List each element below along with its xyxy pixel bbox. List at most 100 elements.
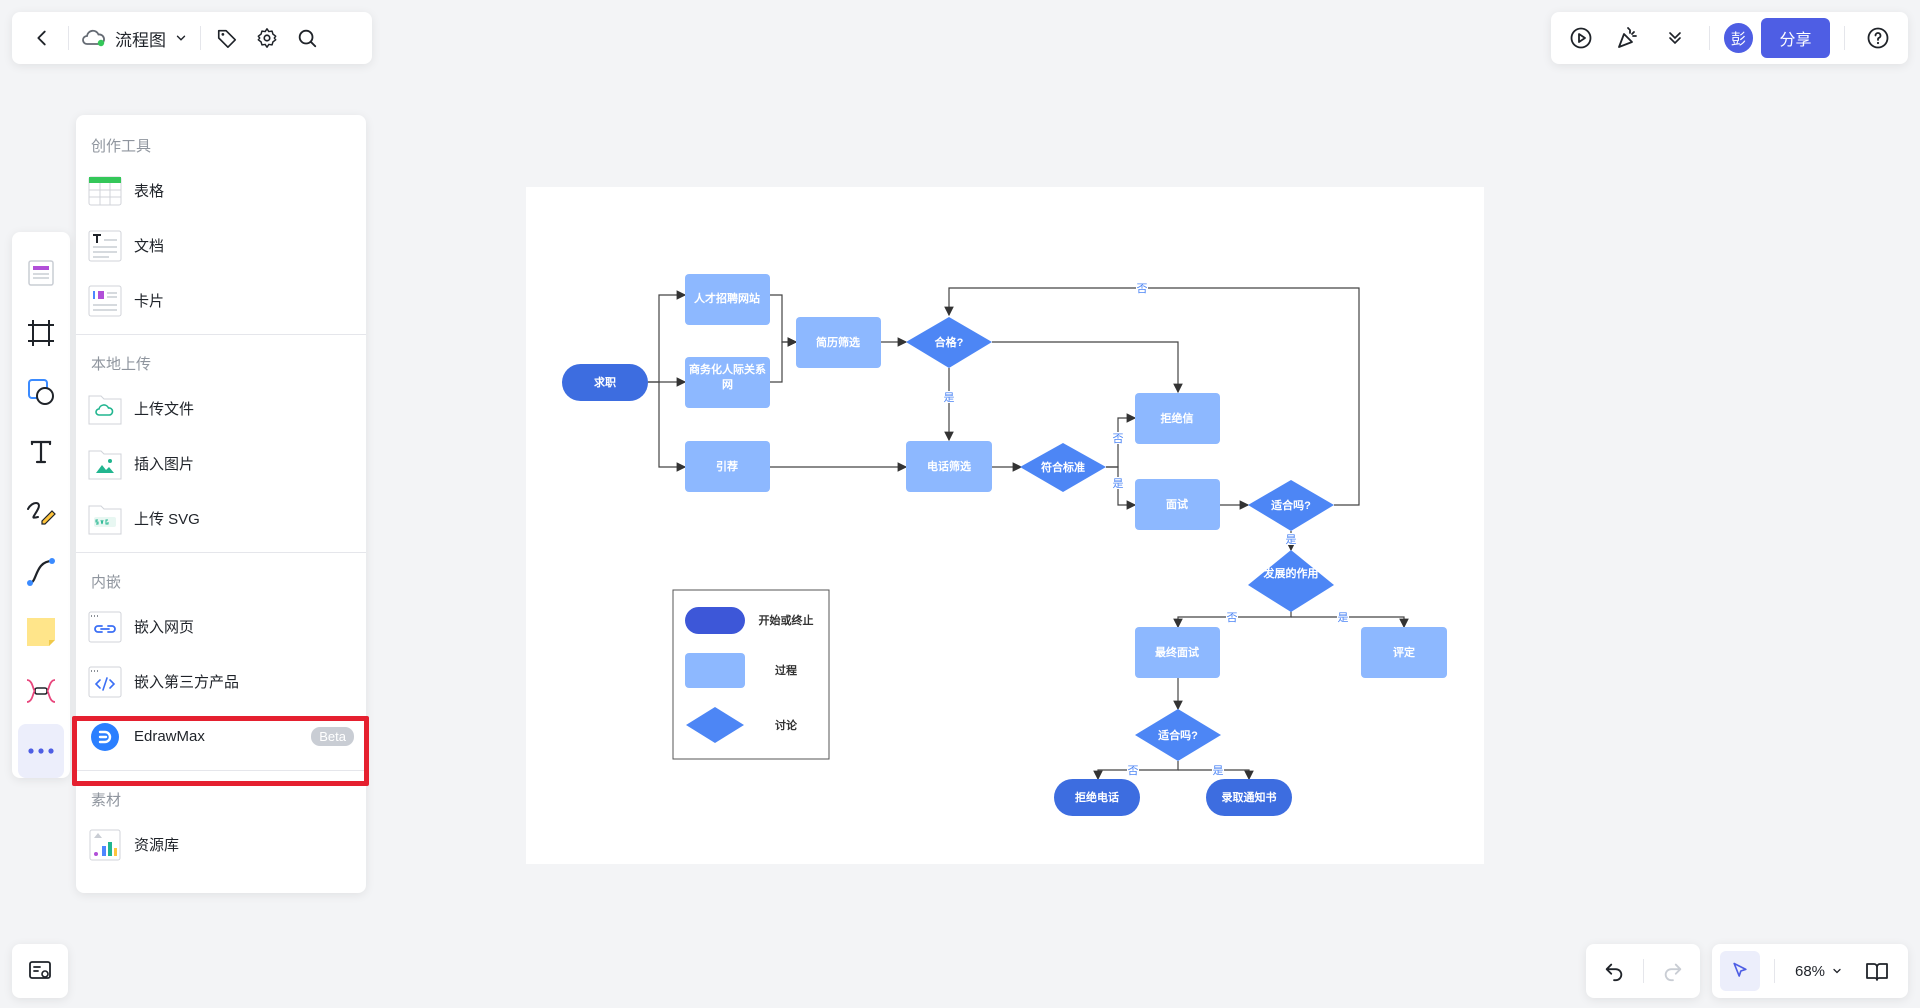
menu-item-label: 文档	[134, 238, 165, 255]
settings-button[interactable]	[247, 18, 287, 58]
doc-title: 流程图	[115, 30, 166, 50]
svg-file-icon	[88, 502, 122, 536]
node-qualified-decision	[906, 317, 992, 368]
node-label: 适合吗?	[1158, 728, 1198, 742]
node-recruit-website	[685, 274, 770, 325]
menu-item-resource-library[interactable]: 资源库	[76, 817, 366, 872]
minimap-icon	[29, 961, 51, 979]
sticky-note-icon	[27, 617, 55, 646]
play-circle-icon	[1570, 27, 1592, 49]
shapes-icon	[28, 379, 54, 406]
node-label: 商务化人际关系网	[689, 364, 766, 391]
double-chevron-down-icon	[1669, 32, 1681, 45]
section-divider	[76, 334, 366, 335]
menu-item-label: 卡片	[134, 293, 165, 310]
legend-start-end: 开始或终止	[759, 613, 814, 627]
menu-item-embed-webpage[interactable]: 嵌入网页	[76, 599, 366, 654]
menu-item-label: 嵌入第三方产品	[134, 674, 240, 691]
whiteboard-canvas[interactable]: 否 是 否 是 是 否 是 否 是 求职 拒绝电话 录取通知书	[526, 187, 1484, 864]
node-suitable-decision-2	[1135, 709, 1221, 761]
node-label: 评定	[1393, 645, 1415, 659]
cursor-pointer-icon	[1733, 962, 1747, 977]
node-referral	[685, 441, 770, 492]
menu-item-embed-third-party[interactable]: 嵌入第三方产品	[76, 654, 366, 709]
select-tool-button[interactable]	[1720, 951, 1760, 991]
tag-button[interactable]	[207, 18, 247, 58]
node-label: 最终面试	[1155, 645, 1199, 659]
zoom-level-dropdown[interactable]: 68%	[1789, 963, 1849, 980]
more-dots-icon	[28, 748, 54, 754]
node-final-interview	[1135, 627, 1220, 678]
top-left-toolbar: 流程图	[12, 12, 372, 64]
menu-item-label: 嵌入网页	[134, 619, 195, 636]
divider	[1708, 26, 1710, 50]
menu-item-table[interactable]: 表格	[76, 163, 366, 218]
legend-process: 过程	[775, 663, 797, 677]
search-icon	[298, 29, 317, 48]
menu-item-insert-image[interactable]: 插入图片	[76, 436, 366, 491]
node-meets-criteria-decision	[1020, 443, 1106, 492]
divider	[1774, 959, 1775, 983]
template-tool[interactable]	[18, 246, 64, 300]
edge-label-yes: 是	[1286, 533, 1297, 546]
edge-label-no: 否	[1128, 765, 1139, 777]
search-button[interactable]	[287, 18, 327, 58]
shape-tool[interactable]	[18, 366, 64, 420]
user-avatar[interactable]: 彭	[1723, 23, 1754, 53]
menu-item-edrawmax[interactable]: EdrawMax Beta	[76, 709, 366, 764]
flowchart-legend: 开始或终止 过程 讨论	[672, 589, 830, 760]
menu-item-label: EdrawMax	[134, 728, 205, 745]
more-actions-button[interactable]	[1655, 18, 1694, 58]
node-label: 符合标准	[1041, 460, 1085, 474]
mindmap-icon	[26, 679, 56, 704]
card-icon	[88, 284, 122, 318]
code-icon	[88, 665, 122, 699]
resource-library-icon	[88, 828, 122, 862]
edrawmax-logo-icon	[88, 720, 122, 754]
minimap-toggle-button[interactable]	[12, 944, 68, 998]
section-title: 内嵌	[91, 573, 122, 591]
help-circle-icon	[1867, 27, 1889, 49]
menu-item-upload-svg[interactable]: 上传 SVG	[76, 491, 366, 546]
node-resume-screening	[796, 317, 881, 368]
redo-button[interactable]	[1653, 951, 1693, 991]
back-button[interactable]	[22, 18, 62, 58]
zoom-level: 68%	[1795, 962, 1826, 980]
mindmap-tool[interactable]	[18, 664, 64, 718]
upload-file-icon	[88, 392, 122, 426]
frame-tool[interactable]	[18, 306, 64, 360]
node-label: 人才招聘网站	[694, 291, 760, 305]
section-title: 本地上传	[91, 355, 152, 373]
sticky-note-tool[interactable]	[18, 605, 64, 659]
edge-label-yes: 是	[1338, 611, 1349, 624]
share-button[interactable]: 分享	[1761, 18, 1830, 58]
node-label: 面试	[1166, 497, 1188, 511]
present-button[interactable]	[1561, 18, 1600, 58]
celebrate-button[interactable]	[1608, 18, 1647, 58]
edge-label-no: 否	[1113, 433, 1124, 445]
beta-badge: Beta	[311, 727, 354, 746]
menu-item-label: 表格	[134, 183, 165, 200]
more-tools-menu: 创作工具 表格 文档 卡片 本地上传 上传文件 插入图片 上传 SV	[76, 115, 366, 893]
node-business-network	[685, 357, 770, 408]
menu-item-doc[interactable]: 文档	[76, 218, 366, 273]
node-label: 求职	[594, 375, 616, 389]
outline-view-button[interactable]	[1857, 951, 1897, 991]
book-open-icon	[1866, 963, 1888, 981]
doc-title-switcher[interactable]: 流程图	[75, 26, 194, 51]
more-tools-button[interactable]	[18, 724, 64, 779]
menu-item-upload-file[interactable]: 上传文件	[76, 381, 366, 436]
menu-item-card[interactable]: 卡片	[76, 273, 366, 328]
node-label: 简历筛选	[816, 335, 860, 349]
undo-button[interactable]	[1594, 951, 1634, 991]
chevron-left-icon	[37, 30, 46, 46]
edge-label-yes: 是	[1113, 477, 1124, 490]
connector-tool[interactable]	[18, 545, 64, 599]
cloud-synced-icon	[82, 29, 105, 47]
redo-icon	[1664, 963, 1681, 982]
text-tool[interactable]	[18, 425, 64, 479]
help-button[interactable]	[1859, 18, 1898, 58]
node-label: 引荐	[716, 459, 738, 473]
top-right-toolbar: 彭 分享	[1551, 12, 1908, 64]
pen-tool[interactable]	[18, 485, 64, 539]
